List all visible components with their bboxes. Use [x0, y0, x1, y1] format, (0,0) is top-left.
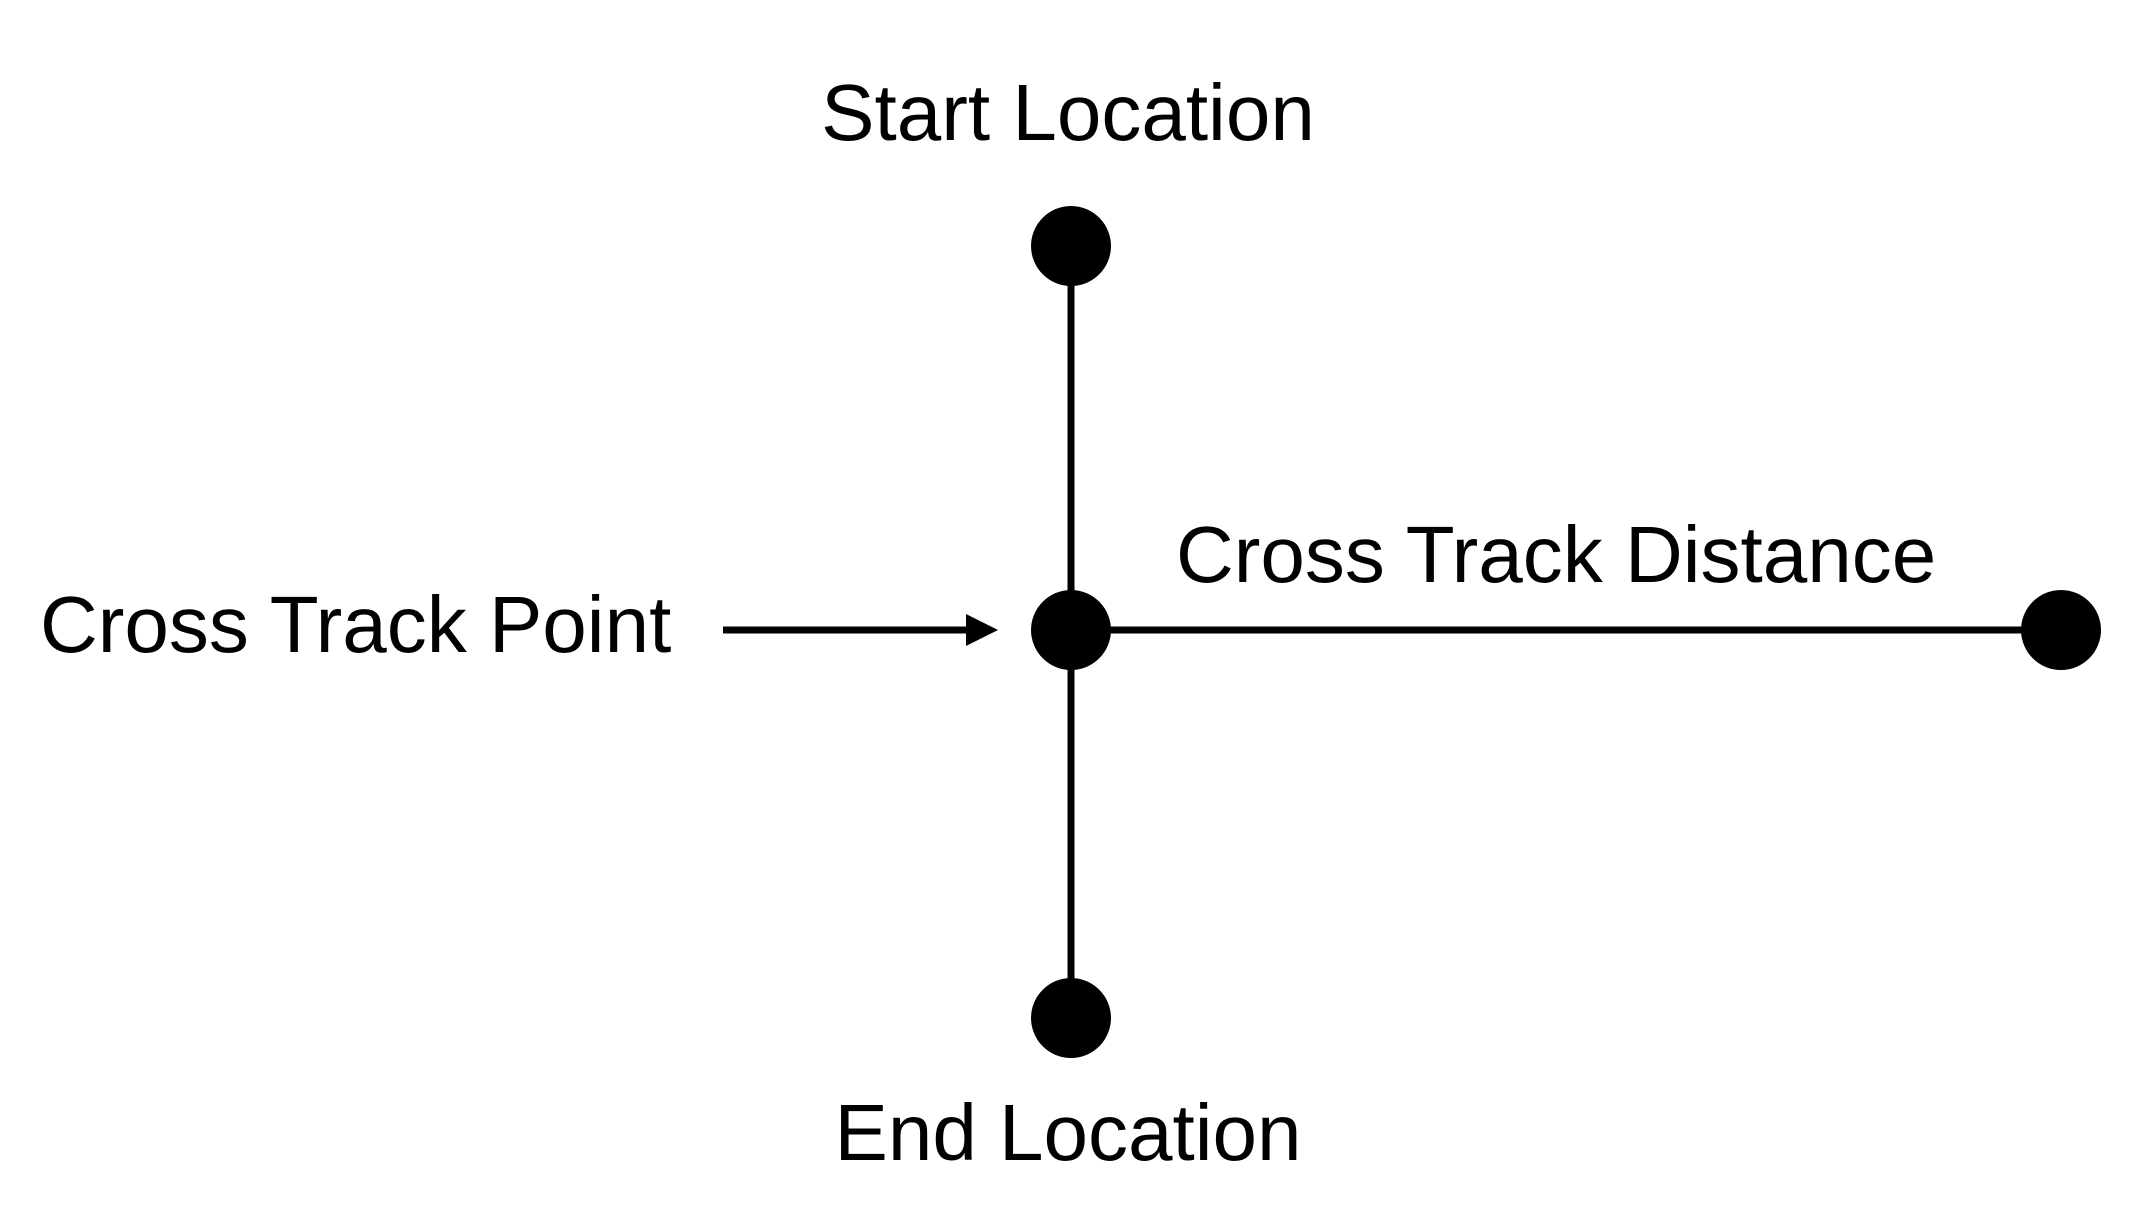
cross-track-point-label: Cross Track Point — [40, 580, 671, 669]
off-track-point-node — [2021, 590, 2101, 670]
end-location-label: End Location — [834, 1088, 1301, 1177]
end-location-node — [1031, 978, 1111, 1058]
cross-track-point-node — [1031, 590, 1111, 670]
arrowhead-icon — [966, 614, 998, 646]
start-location-node — [1031, 206, 1111, 286]
cross-track-distance-label: Cross Track Distance — [1176, 510, 1936, 599]
start-location-label: Start Location — [821, 68, 1315, 157]
